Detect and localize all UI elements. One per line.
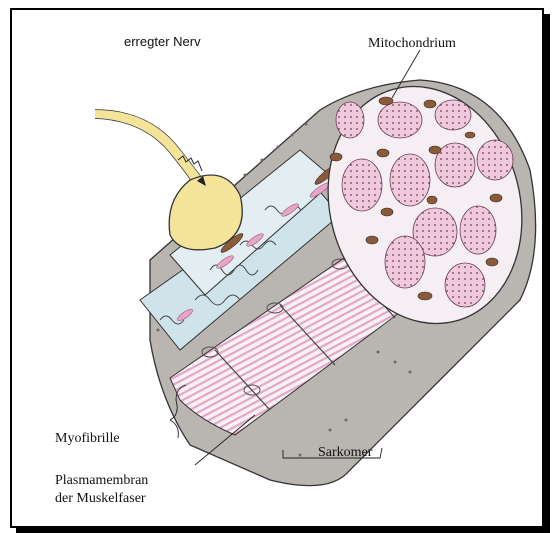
- label-myofibrille: Myofibrille: [55, 431, 120, 446]
- excited-nerve: [95, 110, 242, 250]
- label-mitochondrium: Mitochondrium: [368, 36, 456, 51]
- label-erregter-nerv: erregter Nerv: [124, 34, 201, 49]
- label-der-muskelfaser: der Muskelfaser: [55, 491, 146, 506]
- label-plasmamembran: Plasmamembran: [55, 473, 148, 488]
- label-sarkomer: Sarkomer: [318, 445, 373, 460]
